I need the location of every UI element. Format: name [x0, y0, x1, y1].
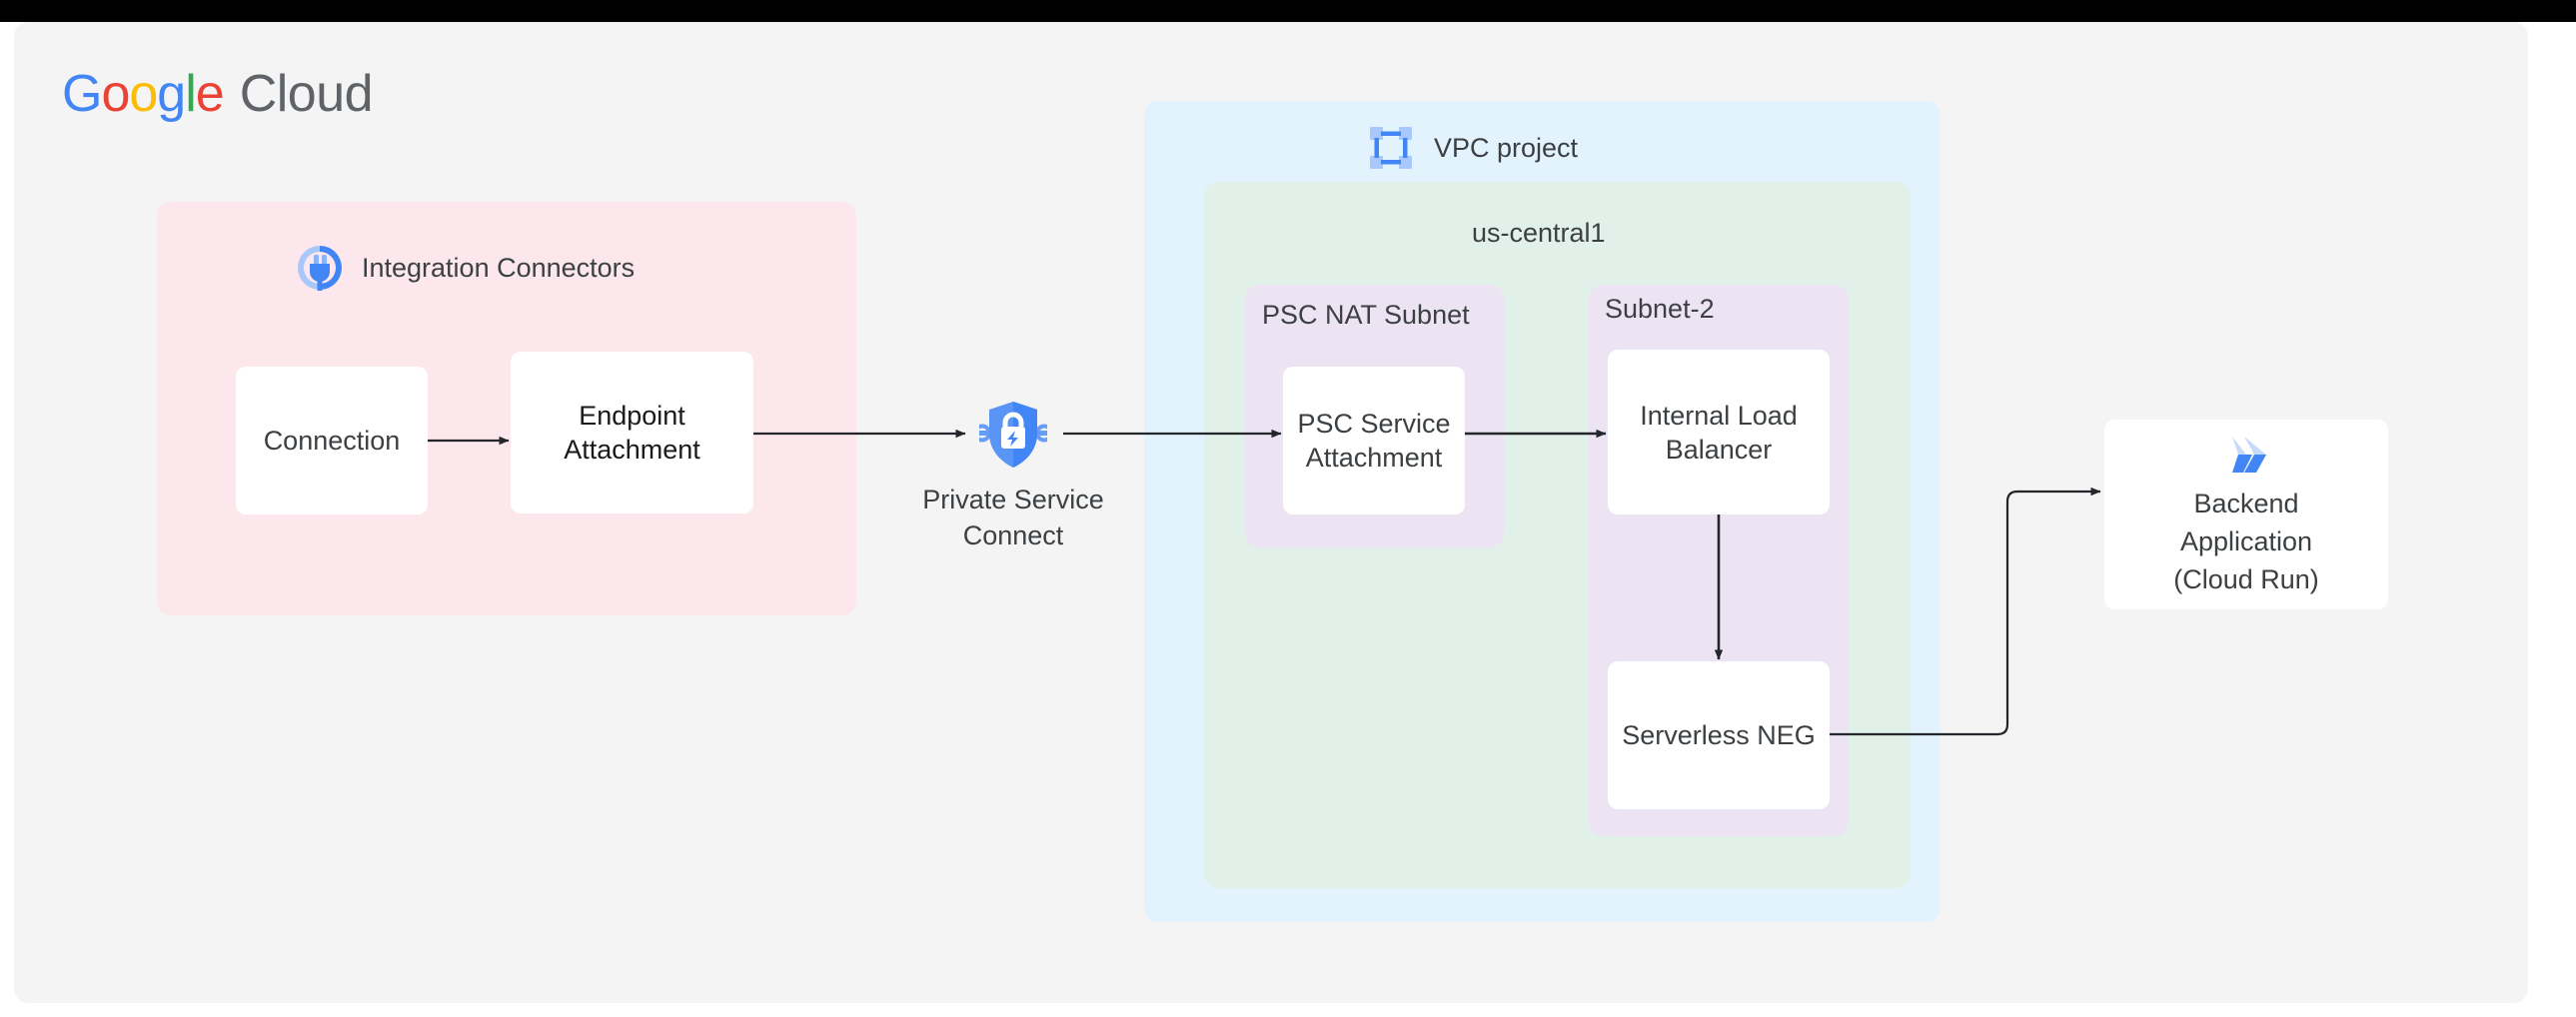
google-cloud-logo: Google Cloud: [62, 64, 374, 124]
region-label-psc-nat-subnet: PSC NAT Subnet: [1262, 300, 1470, 330]
node-internal-load-balancer[interactable]: Internal Load Balancer: [1608, 350, 1830, 514]
node-label-backend-application-line3: (Cloud Run): [2173, 564, 2319, 594]
node-label-backend-application-line2: Application: [2179, 526, 2313, 556]
logo-word-cloud: Cloud: [239, 65, 374, 123]
vpc-project-header: VPC project: [1368, 125, 1578, 171]
cloud-run-icon: [2218, 433, 2274, 477]
psc-shield-lock-icon: [979, 400, 1047, 476]
node-serverless-neg[interactable]: Serverless NEG: [1608, 661, 1830, 809]
node-private-service-connect[interactable]: Private Service Connect: [903, 400, 1123, 553]
node-label-backend-application-line1: Backend: [2193, 489, 2299, 518]
diagram-canvas: Google Cloud Integration Connectors: [14, 22, 2528, 1003]
node-backend-application[interactable]: Backend Application (Cloud Run): [2104, 420, 2388, 609]
region-label-subnet-2: Subnet-2: [1605, 294, 1715, 324]
node-label-private-service-connect-line2: Connect: [962, 520, 1064, 550]
plug-icon: [294, 242, 346, 294]
node-endpoint-attachment[interactable]: Endpoint Attachment: [511, 352, 753, 513]
node-label-internal-load-balancer-line1: Internal Load: [1640, 400, 1798, 431]
logo-letter-e: e: [195, 65, 225, 123]
vpc-frame-icon: [1368, 125, 1414, 171]
logo-letter-l: l: [185, 65, 197, 123]
region-label-us-central1: us-central1: [1472, 218, 1606, 248]
node-label-endpoint-attachment-line2: Attachment: [564, 435, 700, 465]
node-label-psc-service-attachment-line2: Attachment: [1305, 443, 1443, 473]
node-connection[interactable]: Connection: [236, 367, 428, 514]
node-label-psc-service-attachment-line1: PSC Service: [1297, 409, 1451, 439]
region-label-integration-connectors: Integration Connectors: [362, 252, 636, 283]
logo-letter-o2: o: [129, 65, 158, 123]
node-label-internal-load-balancer-line2: Balancer: [1665, 434, 1773, 465]
logo-letter-o1: o: [101, 65, 130, 123]
logo-letter-g1: G: [62, 65, 102, 123]
region-label-vpc-project: VPC project: [1434, 132, 1579, 163]
integration-connectors-header: Integration Connectors: [294, 242, 635, 294]
node-psc-service-attachment[interactable]: PSC Service Attachment: [1283, 367, 1465, 514]
logo-letter-g2: g: [157, 65, 186, 123]
node-label-serverless-neg: Serverless NEG: [1622, 720, 1816, 750]
node-label-private-service-connect-line1: Private Service: [922, 485, 1104, 514]
node-label-endpoint-attachment-line1: Endpoint: [579, 401, 685, 431]
node-label-connection: Connection: [263, 426, 401, 456]
top-black-bar: [0, 0, 2576, 22]
